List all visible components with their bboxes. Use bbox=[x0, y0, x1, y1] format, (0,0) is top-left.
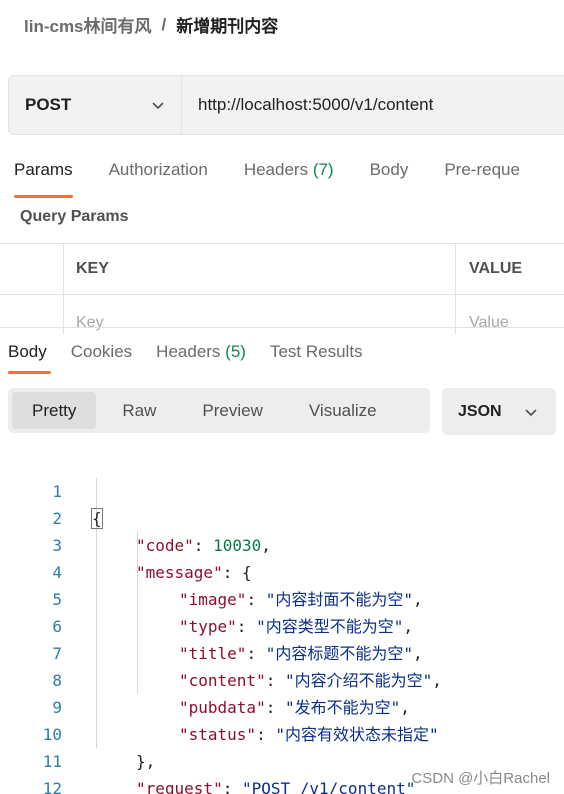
tab-label: Test Results bbox=[269, 342, 363, 361]
code-line: 1 { bbox=[0, 451, 564, 529]
format-label: JSON bbox=[458, 402, 502, 420]
code-line: 9 "status": "内容有效状态未指定" bbox=[0, 667, 564, 744]
tab-label: Body bbox=[369, 160, 409, 179]
json-string: "内容封面不能为空" bbox=[265, 590, 413, 609]
tab-label: Pre-reque bbox=[444, 160, 520, 179]
json-string: "内容有效状态未指定" bbox=[275, 725, 439, 744]
key-input[interactable]: Key bbox=[64, 295, 456, 334]
line-number: 6 bbox=[52, 617, 62, 636]
json-string: " bbox=[405, 779, 416, 794]
tab-params[interactable]: Params bbox=[14, 150, 73, 198]
visualize-button[interactable]: Visualize bbox=[308, 400, 377, 420]
tab-label: Headers bbox=[156, 342, 221, 361]
json-string: "内容标题不能为空" bbox=[265, 644, 413, 663]
url-link[interactable]: /v1/content bbox=[299, 779, 406, 794]
query-params-title: Query Params bbox=[20, 208, 129, 225]
breadcrumb-separator: / bbox=[161, 14, 167, 34]
response-divider[interactable] bbox=[0, 327, 564, 328]
json-number: 10030 bbox=[213, 536, 262, 555]
tab-cookies[interactable]: Cookies bbox=[71, 334, 132, 370]
chevron-down-icon bbox=[525, 408, 537, 416]
line-number: 2 bbox=[52, 509, 62, 528]
request-tabs: Params Authorization Headers (7) Body Pr… bbox=[0, 150, 542, 198]
json-key: "content" bbox=[179, 671, 266, 690]
request-bar: POST http://localhost:5000/v1/content bbox=[8, 75, 564, 135]
tab-response-body[interactable]: Body bbox=[8, 334, 51, 374]
code-line: 2 "code": 10030, bbox=[0, 478, 564, 555]
open-brace: { bbox=[91, 508, 103, 529]
json-key: "pubdata" bbox=[179, 698, 266, 717]
view-mode-group: Pretty Raw Preview Visualize bbox=[8, 388, 430, 433]
response-headers-count-badge: (5) bbox=[225, 342, 246, 361]
column-header-value: VALUE bbox=[469, 260, 523, 277]
code-line: 12 } bbox=[0, 748, 564, 794]
chevron-down-icon bbox=[152, 102, 164, 110]
tab-label: Cookies bbox=[70, 342, 133, 361]
line-number: 1 bbox=[52, 482, 62, 501]
line-number: 10 bbox=[42, 725, 62, 744]
headers-count-badge: (7) bbox=[312, 160, 334, 179]
tab-label: Headers bbox=[243, 160, 309, 179]
query-params-table: KEY VALUE Key Value bbox=[0, 243, 564, 334]
table-header-row: KEY VALUE bbox=[0, 243, 564, 294]
json-string: "POST bbox=[241, 779, 300, 794]
tab-label: Params bbox=[14, 160, 73, 179]
indent-guide bbox=[96, 478, 97, 748]
code-line: 11 "request": "POST /v1/content" bbox=[0, 721, 564, 794]
line-number: 12 bbox=[42, 779, 62, 794]
line-number: 4 bbox=[52, 563, 62, 582]
code-line: 8 "pubdata": "发布不能为空", bbox=[0, 640, 564, 717]
method-label: POST bbox=[25, 95, 72, 114]
column-header-key: KEY bbox=[64, 244, 456, 294]
code-line: 5 "type": "内容类型不能为空", bbox=[0, 559, 564, 636]
tab-body[interactable]: Body bbox=[370, 150, 409, 194]
json-string: "内容介绍不能为空" bbox=[284, 671, 433, 690]
json-key: "message" bbox=[136, 563, 223, 582]
json-string: "内容类型不能为空" bbox=[256, 617, 404, 636]
response-code-view[interactable]: 1 { 2 "code": 10030, 3 "message": { 4 "i… bbox=[0, 451, 564, 794]
tab-label: Body bbox=[8, 342, 47, 361]
line-number: 3 bbox=[52, 536, 62, 555]
json-key: "title" bbox=[179, 644, 247, 663]
line-number: 5 bbox=[52, 590, 62, 609]
tab-headers[interactable]: Headers (7) bbox=[244, 150, 334, 194]
json-key: "code" bbox=[136, 536, 194, 555]
tab-label: Authorization bbox=[108, 160, 208, 179]
row-checkbox-cell bbox=[0, 295, 64, 334]
pretty-button[interactable]: Pretty bbox=[12, 392, 97, 429]
line-number: 9 bbox=[52, 698, 62, 717]
request-name[interactable]: 新增期刊内容 bbox=[176, 17, 279, 36]
indent-guide bbox=[137, 532, 138, 694]
table-row: Key Value bbox=[0, 294, 564, 334]
response-tabs: Body Cookies Headers (5) Test Results bbox=[0, 334, 379, 374]
code-line: 3 "message": { bbox=[0, 505, 564, 582]
breadcrumb-collection[interactable]: lin-cms林间有风 bbox=[24, 17, 152, 36]
method-select[interactable]: POST bbox=[9, 76, 182, 134]
code-line: 7 "content": "内容介绍不能为空", bbox=[0, 613, 564, 690]
format-select[interactable]: JSON bbox=[442, 388, 556, 435]
line-number: 7 bbox=[52, 644, 62, 663]
code-line: 6 "title": "内容标题不能为空", bbox=[0, 586, 564, 663]
tab-pre-request[interactable]: Pre-reque bbox=[444, 150, 520, 194]
checkbox-column bbox=[0, 244, 64, 294]
preview-button[interactable]: Preview bbox=[202, 400, 263, 420]
tab-authorization[interactable]: Authorization bbox=[109, 150, 208, 194]
json-key: "type" bbox=[179, 617, 237, 636]
code-line: 10 }, bbox=[0, 694, 564, 771]
json-key: "image" bbox=[179, 590, 247, 609]
tab-test-results[interactable]: Test Results bbox=[270, 334, 363, 370]
raw-button[interactable]: Raw bbox=[122, 400, 157, 420]
tab-response-headers[interactable]: Headers (5) bbox=[156, 334, 246, 370]
json-key: "status" bbox=[179, 725, 257, 744]
json-key: "request" bbox=[136, 779, 223, 794]
line-number: 11 bbox=[42, 752, 62, 771]
line-number: 8 bbox=[52, 671, 62, 690]
value-input[interactable]: Value bbox=[469, 314, 509, 331]
code-line: 4 "image": "内容封面不能为空", bbox=[0, 532, 564, 609]
json-string: "发布不能为空" bbox=[284, 698, 401, 717]
url-input[interactable]: http://localhost:5000/v1/content bbox=[198, 95, 434, 114]
breadcrumb: lin-cms林间有风 / 新增期刊内容 bbox=[24, 12, 278, 37]
watermark: CSDN @小白Rachel bbox=[411, 770, 550, 787]
